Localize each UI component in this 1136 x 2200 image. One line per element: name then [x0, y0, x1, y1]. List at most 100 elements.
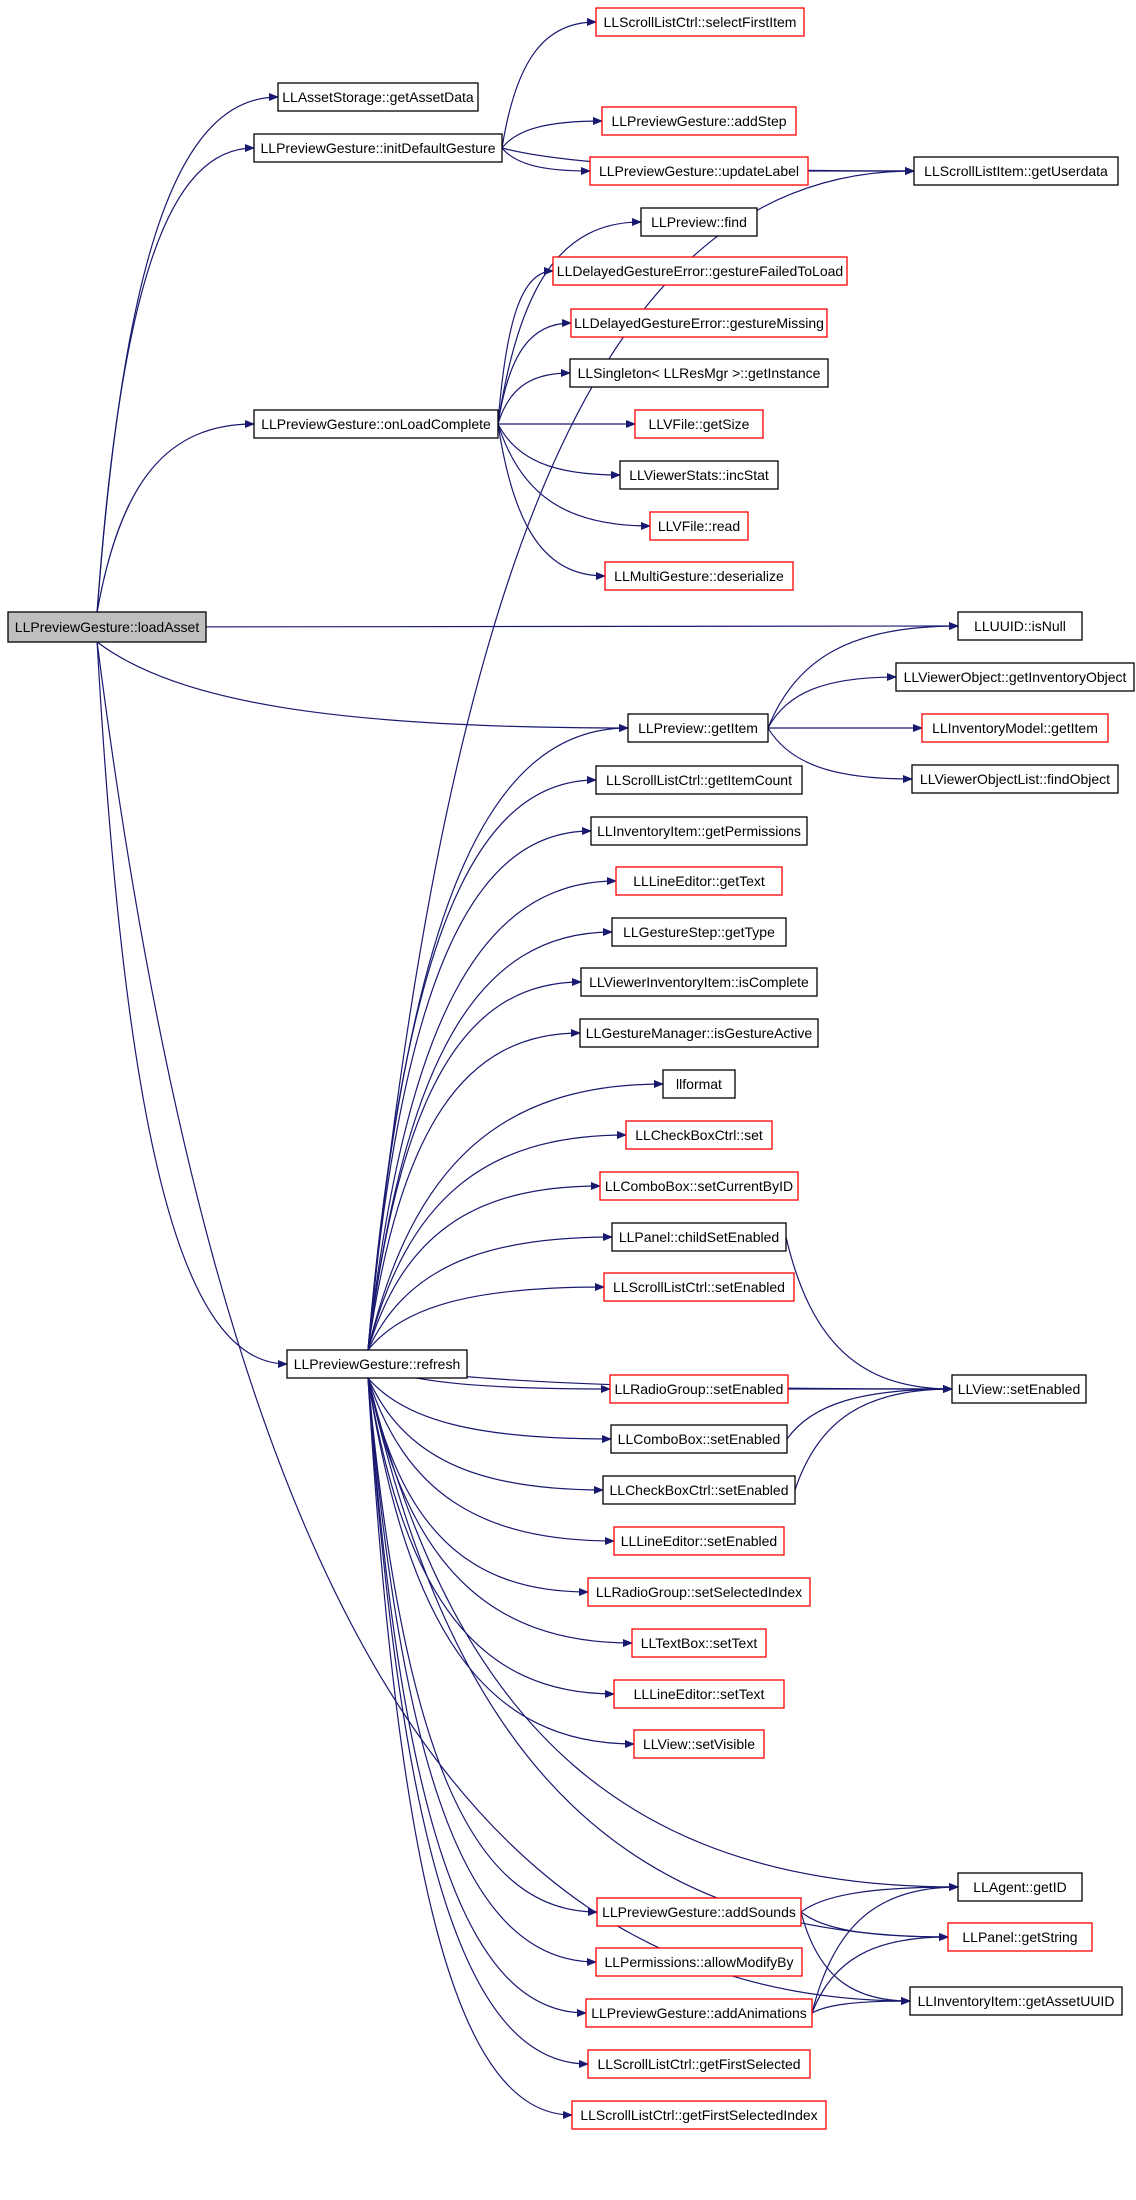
node-box-addSounds — [596, 1897, 802, 1927]
node-view_setEnabled[interactable]: LLView::setEnabled — [951, 1374, 1087, 1404]
node-label-setSelectedIndex: LLRadioGroup::setSelectedIndex — [596, 1584, 802, 1600]
node-label-isGestureActive: LLGestureManager::isGestureActive — [586, 1025, 813, 1041]
node-getItemCount[interactable]: LLScrollListCtrl::getItemCount — [595, 765, 803, 795]
node-checkbox_setEnabled[interactable]: LLCheckBoxCtrl::setEnabled — [602, 1475, 796, 1505]
edge-refresh-to-lineeditor_setText — [367, 1377, 615, 1698]
node-getUserdata[interactable]: LLScrollListItem::getUserdata — [913, 156, 1119, 186]
edge-refresh-to-getItemCount — [367, 776, 597, 1351]
node-addStep[interactable]: LLPreviewGesture::addStep — [601, 106, 797, 136]
node-getFirstSelected[interactable]: LLScrollListCtrl::getFirstSelected — [587, 2049, 811, 2079]
node-box-findObject — [911, 764, 1119, 794]
node-label-getPermissions: LLInventoryItem::getPermissions — [597, 823, 801, 839]
node-combo_setEnabled[interactable]: LLComboBox::setEnabled — [610, 1424, 788, 1454]
node-label-vfile_read: LLVFile::read — [658, 518, 740, 534]
node-label-isComplete: LLViewerInventoryItem::isComplete — [589, 974, 809, 990]
edge-addAnimations-to-getInventoryItem — [811, 1997, 911, 2014]
node-getPermissions[interactable]: LLInventoryItem::getPermissions — [590, 816, 808, 846]
node-label-getInstance: LLSingleton< LLResMgr >::getInstance — [578, 365, 821, 381]
edge-refresh-to-combo_setEnabled — [367, 1377, 612, 1443]
node-findObject[interactable]: LLViewerObjectList::findObject — [911, 764, 1119, 794]
node-incStat[interactable]: LLViewerStats::incStat — [619, 460, 779, 490]
node-preview_find[interactable]: LLPreview::find — [640, 207, 758, 237]
node-selectFirstItem[interactable]: LLScrollListCtrl::selectFirstItem — [595, 7, 805, 37]
node-initDefaultGesture[interactable]: LLPreviewGesture::initDefaultGesture — [253, 133, 503, 163]
node-box-vfile_getSize — [634, 409, 764, 439]
node-onLoadComplete[interactable]: LLPreviewGesture::onLoadComplete — [253, 409, 499, 439]
node-radio_setEnabled[interactable]: LLRadioGroup::setEnabled — [609, 1374, 789, 1404]
node-label-getFirstSelectedIndex: LLScrollListCtrl::getFirstSelectedIndex — [580, 2107, 817, 2123]
edge-preview_getItem-to-isNull — [767, 622, 959, 729]
edge-refresh-to-getPermissions — [367, 827, 592, 1351]
node-getInventoryObject[interactable]: LLViewerObject::getInventoryObject — [895, 662, 1135, 692]
node-lineeditor_setText[interactable]: LLLineEditor::setText — [613, 1679, 785, 1709]
node-setSelectedIndex[interactable]: LLRadioGroup::setSelectedIndex — [587, 1577, 811, 1607]
node-box-scroll_setEnabled — [603, 1272, 795, 1302]
node-label-getAssetData: LLAssetStorage::getAssetData — [282, 89, 474, 105]
node-deserialize[interactable]: LLMultiGesture::deserialize — [604, 561, 794, 591]
node-setVisible[interactable]: LLView::setVisible — [633, 1729, 765, 1759]
edge-refresh-to-setSelectedIndex — [367, 1377, 589, 1596]
node-updateLabel[interactable]: LLPreviewGesture::updateLabel — [589, 156, 809, 186]
node-allowModifyBy[interactable]: LLPermissions::allowModifyBy — [595, 1947, 803, 1977]
node-agent_getID[interactable]: LLAgent::getID — [957, 1872, 1083, 1902]
node-box-radio_setEnabled — [609, 1374, 789, 1404]
node-box-lineeditor_getText — [615, 866, 783, 896]
node-getFirstSelectedIndex[interactable]: LLScrollListCtrl::getFirstSelectedIndex — [571, 2100, 827, 2130]
edge-refresh-to-checkbox_setEnabled — [367, 1377, 604, 1494]
node-label-addStep: LLPreviewGesture::addStep — [611, 113, 786, 129]
node-isGestureActive[interactable]: LLGestureManager::isGestureActive — [579, 1018, 819, 1048]
node-box-checkbox_setEnabled — [602, 1475, 796, 1505]
edge-addSounds-to-panel_getString — [800, 1911, 949, 1941]
edge-addSounds-to-agent_getID — [800, 1883, 959, 1913]
node-box-childSetEnabled — [611, 1222, 787, 1252]
node-model_getItem[interactable]: LLInventoryModel::getItem — [921, 713, 1109, 743]
edge-initDefaultGesture-to-updateLabel — [501, 147, 591, 175]
node-getType[interactable]: LLGestureStep::getType — [611, 917, 787, 947]
node-box-deserialize — [604, 561, 794, 591]
node-label-model_getItem: LLInventoryModel::getItem — [932, 720, 1098, 736]
node-root[interactable]: LLPreviewGesture::loadAsset — [7, 611, 207, 643]
node-isNull[interactable]: LLUUID::isNull — [957, 611, 1083, 641]
node-box-getType — [611, 917, 787, 947]
node-box-lineeditor_setText — [613, 1679, 785, 1709]
node-checkbox_set[interactable]: LLCheckBoxCtrl::set — [625, 1120, 773, 1150]
node-box-addAnimations — [585, 1998, 813, 2028]
node-lineeditor_getText[interactable]: LLLineEditor::getText — [615, 866, 783, 896]
edge-onLoadComplete-to-incStat — [497, 423, 621, 479]
node-label-getUserdata: LLScrollListItem::getUserdata — [924, 163, 1108, 179]
edge-refresh-to-getUserdata — [367, 167, 915, 1351]
node-lineeditor_setEnabled[interactable]: LLLineEditor::setEnabled — [613, 1526, 785, 1556]
node-box-getInventoryObject — [895, 662, 1135, 692]
edge-root-to-getInventoryItem — [96, 641, 911, 2005]
node-preview_getItem[interactable]: LLPreview::getItem — [627, 713, 769, 743]
node-setCurrentByID[interactable]: LLComboBox::setCurrentByID — [599, 1171, 799, 1201]
node-vfile_read[interactable]: LLVFile::read — [649, 511, 749, 541]
node-box-llformat — [662, 1069, 736, 1099]
node-llformat[interactable]: llformat — [662, 1069, 736, 1099]
node-getAssetData[interactable]: LLAssetStorage::getAssetData — [277, 82, 479, 112]
node-textbox_setText[interactable]: LLTextBox::setText — [631, 1628, 767, 1658]
node-addSounds[interactable]: LLPreviewGesture::addSounds — [596, 1897, 802, 1927]
node-addAnimations[interactable]: LLPreviewGesture::addAnimations — [585, 1998, 813, 2028]
node-scroll_setEnabled[interactable]: LLScrollListCtrl::setEnabled — [603, 1272, 795, 1302]
edge-refresh-to-childSetEnabled — [367, 1233, 613, 1351]
node-label-deserialize: LLMultiGesture::deserialize — [614, 568, 784, 584]
node-panel_getString[interactable]: LLPanel::getString — [947, 1922, 1093, 1952]
node-gestureMissing[interactable]: LLDelayedGestureError::gestureMissing — [570, 308, 828, 338]
edge-refresh-to-panel_getString — [367, 1377, 949, 1941]
node-vfile_getSize[interactable]: LLVFile::getSize — [634, 409, 764, 439]
node-refresh[interactable]: LLPreviewGesture::refresh — [286, 1349, 468, 1379]
node-getInstance[interactable]: LLSingleton< LLResMgr >::getInstance — [569, 358, 829, 388]
edge-onLoadComplete-to-gestureFailedToLoad — [497, 267, 554, 425]
node-label-addSounds: LLPreviewGesture::addSounds — [602, 1904, 796, 1920]
node-box-allowModifyBy — [595, 1947, 803, 1977]
node-gestureFailedToLoad[interactable]: LLDelayedGestureError::gestureFailedToLo… — [552, 256, 848, 286]
node-box-combo_setEnabled — [610, 1424, 788, 1454]
node-isComplete[interactable]: LLViewerInventoryItem::isComplete — [580, 967, 818, 997]
edge-refresh-to-lineeditor_getText — [367, 877, 617, 1351]
node-box-preview_getItem — [627, 713, 769, 743]
node-box-lineeditor_setEnabled — [613, 1526, 785, 1556]
node-getInventoryItem[interactable]: LLInventoryItem::getAssetUUID — [909, 1986, 1123, 2016]
node-childSetEnabled[interactable]: LLPanel::childSetEnabled — [611, 1222, 787, 1252]
edge-refresh-to-scroll_setEnabled — [367, 1283, 605, 1351]
